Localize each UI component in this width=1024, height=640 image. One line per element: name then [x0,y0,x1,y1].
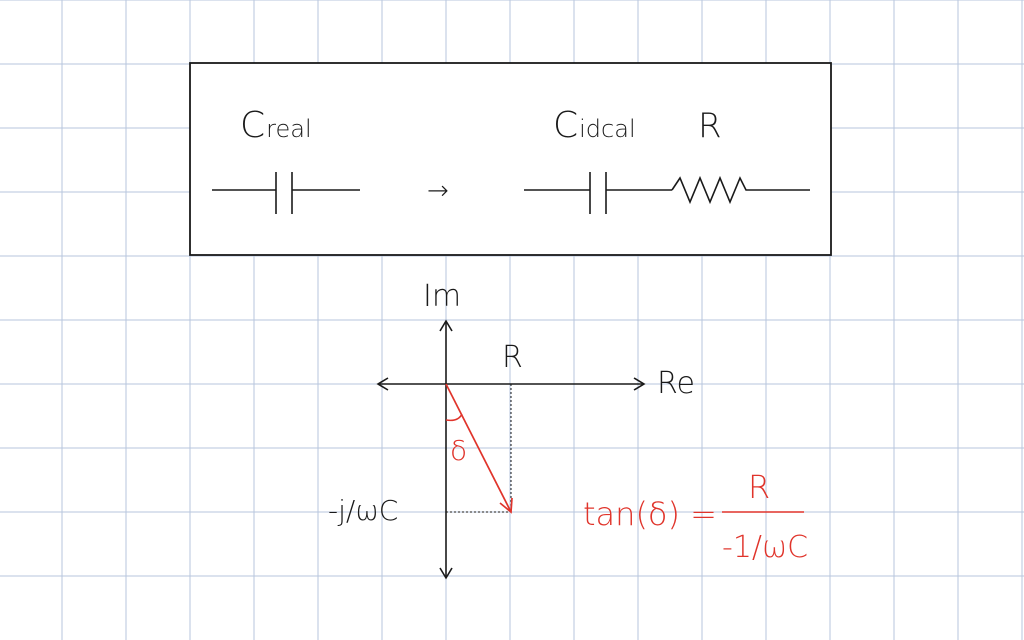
real-capacitor-symbol [212,172,360,214]
re-axis-label: Re [657,366,695,401]
formula-lhs: tan(δ) = [583,495,717,533]
circuit-frame [189,62,832,256]
ideal-capacitor-label: Cidcal [553,105,636,146]
re-axis-arrow-right [633,377,646,391]
projection-lines [446,384,512,513]
im-axis-label: Im [423,279,461,314]
resistor-symbol [671,175,810,205]
equivalence-arrow: → [427,176,449,206]
formula-numerator: R [748,468,770,506]
impedance-vector-arrowhead [499,497,513,514]
real-capacitor-label: Creal [240,105,312,146]
ideal-capacitor-symbol [524,172,672,214]
re-axis-arrow-left [376,377,389,391]
resistor-label: R [698,106,722,146]
reactance-label: -j/ωC [328,494,398,527]
delta-angle-arc [445,413,463,422]
phasor-r-label: R [502,340,523,375]
delta-label: δ [450,434,467,467]
im-axis-arrow-up [439,319,453,332]
impedance-vector [445,383,512,513]
formula-denominator: -1/ωC [722,530,808,565]
im-axis-arrow-down [439,567,453,580]
